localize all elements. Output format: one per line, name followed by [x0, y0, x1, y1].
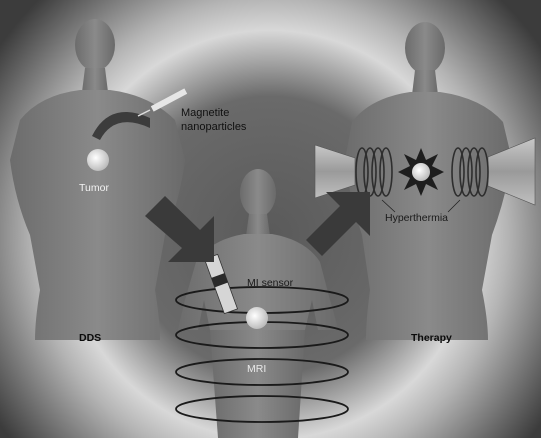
label-magnetite-line1: Magnetite: [181, 107, 229, 119]
mri-tumor-marker: [246, 307, 268, 329]
label-hyperthermia: Hyperthermia: [385, 213, 448, 225]
label-mri: MRI: [247, 364, 266, 376]
tumor-marker: [87, 149, 109, 171]
label-tumor: Tumor: [79, 183, 109, 195]
label-dds: DDS: [79, 333, 101, 345]
label-therapy: Therapy: [411, 333, 452, 345]
label-mi-sensor: MI sensor: [247, 278, 293, 290]
label-magnetite-line2: nanoparticles: [181, 121, 246, 133]
